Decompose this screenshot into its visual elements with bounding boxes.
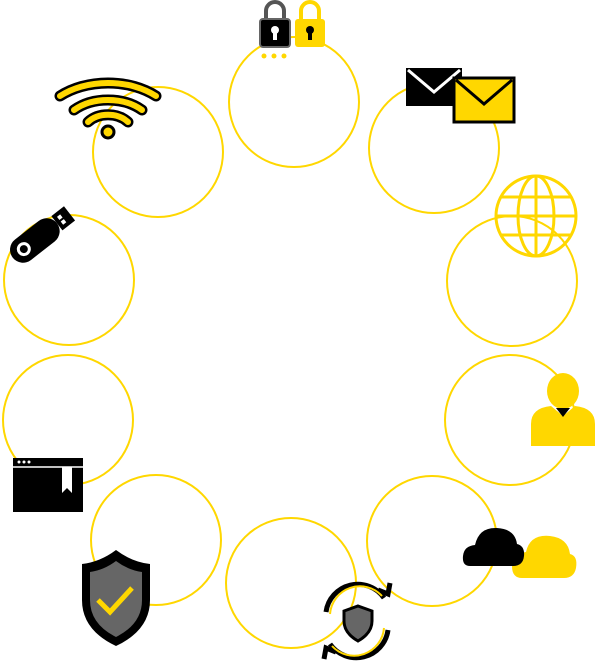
browser-window-icon [13, 458, 83, 512]
envelope-pair-icon [406, 68, 516, 124]
ring-circle [225, 517, 357, 649]
globe-icon [494, 174, 578, 258]
usb-drive-icon [10, 206, 76, 263]
ring-circle [228, 36, 360, 168]
cloud-pair-icon [462, 527, 577, 578]
user-icon [531, 373, 595, 446]
padlock-pair-icon [259, 0, 325, 59]
ring-circle [90, 474, 222, 606]
ring-circle [92, 86, 224, 218]
wifi-icon [54, 77, 162, 140]
shield-check-icon [82, 550, 150, 646]
shield-sync-icon [321, 581, 393, 661]
